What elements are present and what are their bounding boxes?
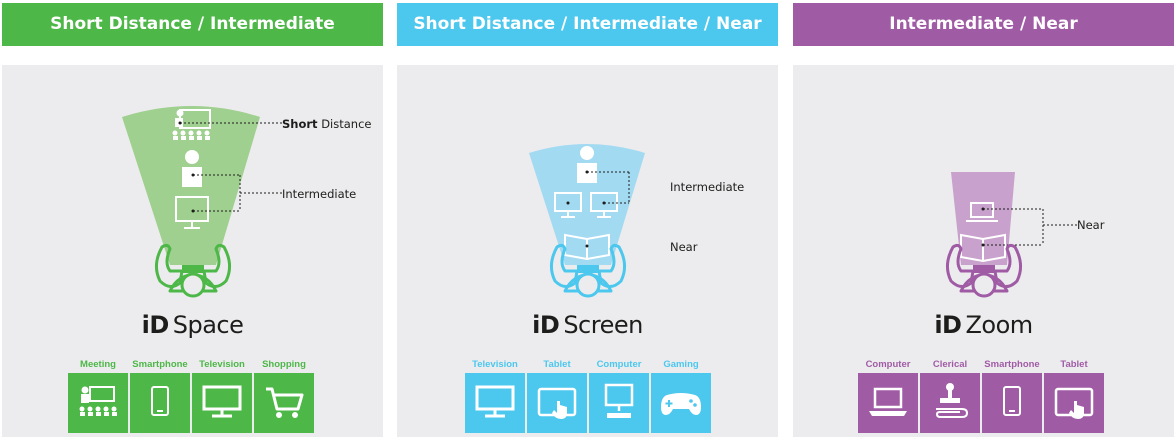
computer-icon bbox=[604, 383, 634, 418]
presentation-icon bbox=[79, 386, 117, 416]
person-icon bbox=[182, 150, 202, 187]
tablet-icon bbox=[1054, 387, 1094, 419]
vision-field-cone bbox=[951, 172, 1015, 265]
panel-header: Short Distance / Intermediate bbox=[2, 3, 383, 46]
tile-television[interactable]: Television bbox=[465, 357, 525, 433]
tile-label: Smartphone bbox=[132, 359, 188, 370]
tile-tablet[interactable]: Tablet bbox=[1044, 357, 1104, 433]
panel-header: Short Distance / Intermediate / Near bbox=[397, 3, 778, 46]
tile-label: Television bbox=[472, 359, 518, 370]
tile-computer[interactable]: Computer bbox=[589, 357, 649, 433]
zoom-field-diagram bbox=[946, 172, 1077, 298]
monitor-icon bbox=[175, 196, 209, 229]
space-field-diagram bbox=[122, 106, 282, 298]
tile-label: Meeting bbox=[80, 359, 116, 370]
tile-label: Television bbox=[199, 359, 245, 370]
gamepad-icon bbox=[661, 393, 701, 415]
smartphone-icon bbox=[151, 386, 169, 416]
tile-shopping[interactable]: Shopping bbox=[254, 357, 314, 433]
viewer-figure-icon bbox=[946, 243, 1022, 298]
smartphone-icon bbox=[1003, 386, 1021, 416]
shopping-cart-icon bbox=[266, 387, 304, 418]
panel-space: Short Distance / Intermediate bbox=[2, 0, 383, 437]
annotation-leader-lines bbox=[587, 171, 630, 204]
logo-id-mark: iD bbox=[532, 311, 560, 339]
viewer-figure-icon bbox=[550, 243, 626, 298]
monitor-icon bbox=[554, 192, 618, 218]
tile-label: Tablet bbox=[543, 359, 571, 370]
tile-smartphone[interactable]: Smartphone bbox=[982, 357, 1042, 433]
book-icon bbox=[960, 233, 1006, 263]
laptop-icon bbox=[869, 387, 907, 416]
laptop-icon bbox=[966, 202, 998, 222]
tile-smartphone[interactable]: Smartphone bbox=[130, 357, 190, 433]
tile-label: Computer bbox=[596, 359, 642, 370]
label-near: Near bbox=[1077, 218, 1105, 232]
tile-label: Clerical bbox=[932, 359, 968, 370]
label-near: Near bbox=[670, 240, 698, 254]
clerical-icon bbox=[935, 383, 969, 418]
tile-tablet[interactable]: Tablet bbox=[527, 357, 587, 433]
label-intermediate: Intermediate bbox=[670, 180, 745, 194]
annotation-leader-lines bbox=[180, 122, 282, 212]
logo-id-mark: iD bbox=[141, 311, 170, 339]
logo-name: Screen bbox=[563, 311, 643, 339]
panel-header: Intermediate / Near bbox=[793, 3, 1174, 46]
television-icon bbox=[202, 385, 242, 418]
logo-id-mark: iD bbox=[934, 311, 962, 339]
label-short-distance: Short Distance bbox=[282, 117, 372, 131]
tile-computer[interactable]: Computer bbox=[858, 357, 918, 433]
annotation-leader-lines bbox=[983, 208, 1077, 246]
label-intermediate: Intermediate bbox=[282, 187, 357, 201]
tile-television[interactable]: Television bbox=[192, 357, 252, 433]
vision-field-cone bbox=[529, 144, 645, 265]
television-icon bbox=[475, 385, 515, 418]
tile-label: Shopping bbox=[262, 359, 306, 370]
tile-label: Tablet bbox=[1060, 359, 1088, 370]
book-icon bbox=[564, 233, 610, 261]
tile-label: Computer bbox=[865, 359, 911, 370]
tile-clerical[interactable]: Clerical bbox=[920, 357, 980, 433]
panel-screen: Short Distance / Intermediate / Near bbox=[397, 0, 778, 437]
tile-meeting[interactable]: Meeting bbox=[68, 357, 128, 433]
logo-name: Space bbox=[172, 311, 244, 339]
tile-label: Smartphone bbox=[984, 359, 1040, 370]
logo-name: Zoom bbox=[965, 311, 1033, 339]
tablet-icon bbox=[537, 387, 577, 419]
viewer-figure-icon bbox=[155, 243, 231, 298]
tile-gaming[interactable]: Gaming bbox=[651, 357, 711, 433]
tile-label: Gaming bbox=[663, 359, 699, 370]
screen-field-diagram bbox=[529, 144, 645, 298]
